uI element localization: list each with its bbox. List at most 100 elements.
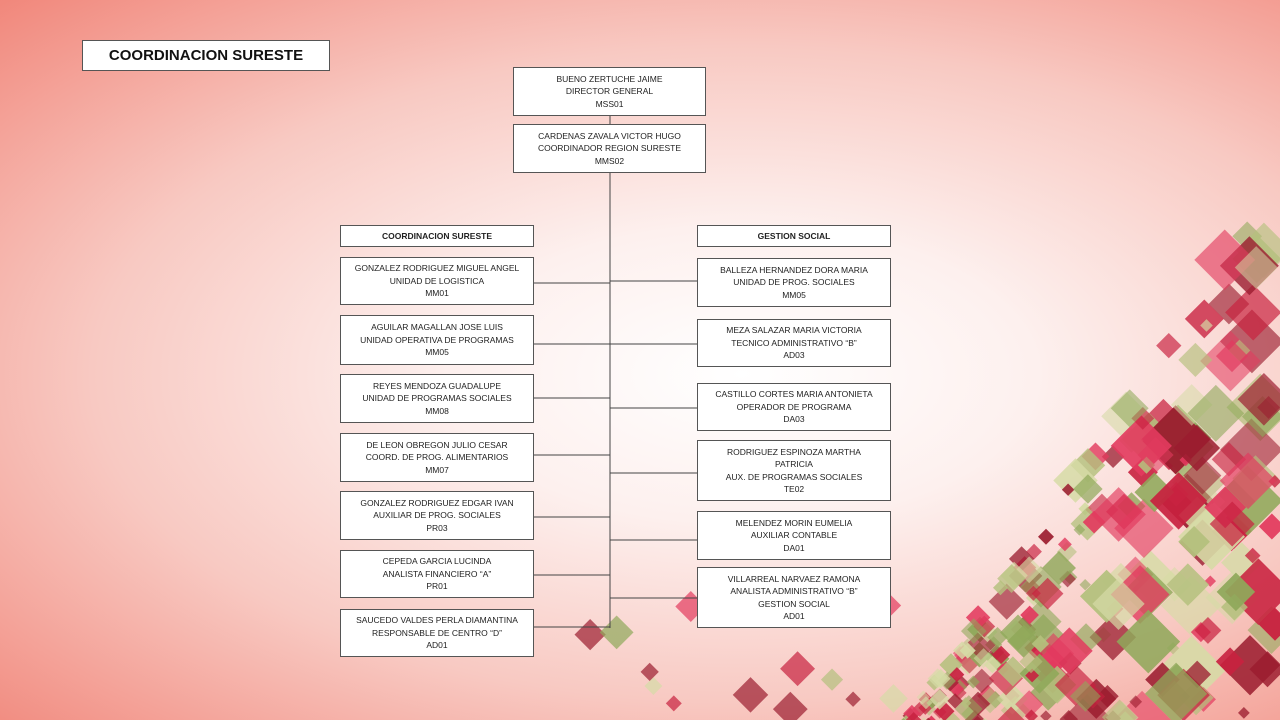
- decor-square: [1116, 609, 1181, 674]
- decor-square: [1000, 695, 1030, 720]
- decor-square: [902, 707, 919, 720]
- decor-square: [1244, 547, 1261, 564]
- person-name: MELENDEZ MORIN EUMELIA: [735, 517, 853, 528]
- decor-square: [1078, 502, 1092, 516]
- decor-square: [1194, 616, 1222, 644]
- decor-square: [1170, 663, 1184, 677]
- org-box-left-7: SAUCEDO VALDES PERLA DIAMANTINA RESPONSA…: [340, 609, 534, 657]
- person-role: ANALISTA FINANCIERO “A”: [382, 568, 492, 579]
- person-name: CASTILLO CORTES MARIA ANTONIETA: [715, 389, 873, 400]
- decor-square: [1063, 693, 1111, 720]
- decor-square: [965, 629, 997, 660]
- decor-square: [1020, 566, 1062, 608]
- person-code: MMS02: [594, 155, 625, 166]
- decor-square: [926, 674, 943, 691]
- person-name: MEZA SALAZAR MARIA VICTORIA: [726, 325, 862, 336]
- decor-square: [1020, 605, 1039, 625]
- org-box-right-1: BALLEZA HERNANDEZ DORA MARIA UNIDAD DE P…: [697, 258, 891, 307]
- decor-square: [1178, 680, 1214, 716]
- person-code: PR03: [426, 522, 448, 533]
- decor-square: [954, 645, 975, 666]
- decor-square: [1211, 442, 1247, 477]
- decor-square: [954, 695, 983, 720]
- decor-square: [1166, 563, 1210, 606]
- person-role: OPERADOR DE PROGRAMA: [736, 401, 852, 412]
- decor-square: [986, 691, 1004, 709]
- person-role: TECNICO ADMINISTRATIVO “B”: [731, 337, 857, 348]
- decor-square: [954, 676, 970, 692]
- decor-square: [1219, 635, 1280, 696]
- decor-square: [1137, 566, 1150, 580]
- decor-square: [898, 715, 914, 720]
- decor-square: [918, 700, 933, 715]
- decor-square: [665, 695, 682, 712]
- decor-square: [987, 627, 1008, 648]
- decor-square: [1157, 567, 1192, 602]
- decor-square: [1131, 406, 1155, 430]
- org-box-left-6: CEPEDA GARCIA LUCINDA ANALISTA FINANCIER…: [340, 550, 534, 598]
- decor-square: [1219, 452, 1277, 510]
- decor-square: [1080, 684, 1106, 709]
- decor-square: [599, 615, 634, 650]
- person-name: SAUCEDO VALDES PERLA DIAMANTINA: [356, 615, 518, 626]
- org-box-right-4: RODRIGUEZ ESPINOZA MARTHA PATRICIA AUX. …: [697, 440, 891, 501]
- decor-square: [1076, 678, 1117, 719]
- decor-square: [1257, 396, 1280, 419]
- decor-square: [1073, 524, 1086, 536]
- person-code: AD03: [783, 350, 805, 361]
- person-name: REYES MENDOZA GUADALUPE: [372, 380, 501, 391]
- decor-square: [1160, 575, 1222, 636]
- decor-square: [1204, 486, 1247, 529]
- decor-square: [1106, 600, 1124, 618]
- person-name: VILLARREAL NARVAEZ RAMONA: [727, 573, 861, 584]
- decor-square: [1122, 412, 1176, 466]
- decor-square: [1146, 425, 1192, 471]
- decor-square: [1183, 660, 1211, 689]
- decor-square: [1158, 680, 1191, 713]
- decor-square: [1013, 556, 1037, 580]
- section-header-right: GESTION SOCIAL: [697, 225, 891, 247]
- decor-square: [1031, 643, 1068, 680]
- person-role: AUXILIAR DE PROG. SOCIALES: [373, 510, 501, 521]
- decor-square: [1079, 578, 1091, 591]
- decor-square: [922, 702, 936, 716]
- person-role: UNIDAD DE LOGISTICA: [389, 275, 485, 286]
- decor-square: [966, 642, 992, 668]
- decor-square: [1137, 456, 1156, 474]
- person-name: DE LEON OBREGON JULIO CESAR: [366, 439, 508, 450]
- decor-square: [1119, 428, 1144, 453]
- decor-square: [1191, 686, 1216, 712]
- decor-square: [820, 668, 844, 691]
- decor-square: [1170, 384, 1213, 426]
- decor-square: [1082, 510, 1106, 534]
- decor-square: [1226, 373, 1280, 442]
- decor-square: [1045, 627, 1093, 675]
- decor-square: [1038, 665, 1077, 704]
- decor-square: [941, 710, 960, 720]
- decor-square: [997, 663, 1009, 675]
- person-name: BALLEZA HERNANDEZ DORA MARIA: [720, 264, 868, 275]
- decor-square: [992, 645, 1011, 664]
- decor-square: [1156, 332, 1182, 359]
- decor-square: [967, 616, 993, 643]
- person-code: DA03: [783, 414, 805, 425]
- decor-square: [1101, 699, 1138, 720]
- decor-square: [933, 705, 947, 719]
- decor-square: [1085, 493, 1119, 527]
- decor-square: [1220, 593, 1248, 621]
- person-name: GONZALEZ RODRIGUEZ MIGUEL ANGEL: [354, 263, 520, 274]
- decor-square: [997, 656, 1028, 687]
- decor-square: [956, 644, 971, 660]
- org-box-left-3: REYES MENDOZA GUADALUPE UNIDAD DE PROGRA…: [340, 374, 534, 423]
- decor-square: [1156, 635, 1226, 705]
- decor-square: [574, 618, 606, 651]
- decor-square: [1008, 546, 1035, 572]
- decor-square: [1216, 513, 1252, 550]
- decor-square: [1091, 487, 1146, 542]
- decor-square: [1237, 372, 1280, 426]
- decor-square: [1109, 711, 1142, 720]
- decor-square: [930, 668, 951, 689]
- decor-square: [879, 684, 908, 713]
- decor-square: [1159, 473, 1215, 529]
- decor-square: [1164, 481, 1189, 507]
